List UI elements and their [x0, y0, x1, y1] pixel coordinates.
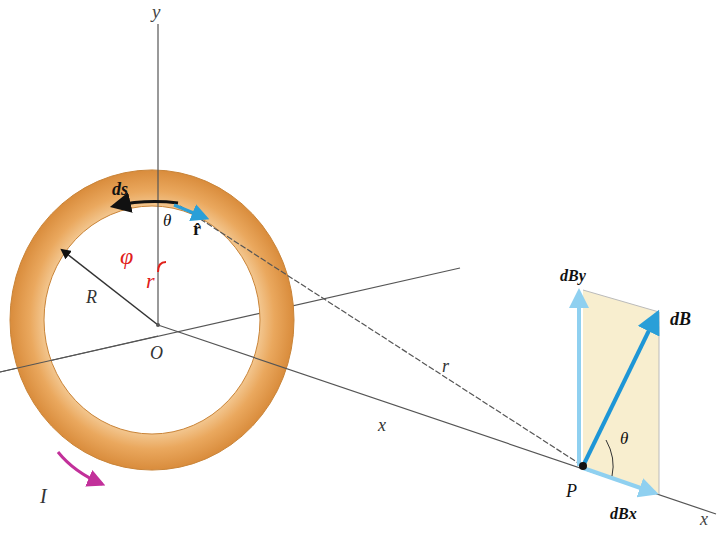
distance-label: x — [378, 416, 386, 434]
component-plane — [583, 290, 659, 494]
radius-label: R — [86, 288, 97, 306]
guide-line — [659, 312, 660, 494]
point-p — [579, 462, 587, 470]
axis-label: y — [152, 2, 160, 21]
red-mark — [158, 262, 166, 272]
unit-vector-arrow — [174, 205, 206, 218]
unit-vector-label: r̂ — [193, 220, 201, 238]
component-label: dBx — [610, 506, 637, 522]
z-axis — [0, 268, 460, 372]
origin-point — [156, 323, 160, 327]
r-line — [180, 206, 583, 466]
guide-line — [583, 290, 659, 312]
distance-label: r — [442, 357, 449, 375]
current-loop — [10, 170, 294, 470]
vector-label: dB — [670, 310, 691, 328]
radius-arrow — [62, 250, 158, 325]
angle-label: θ — [163, 212, 171, 229]
ds-arrow — [114, 202, 178, 206]
y-axis — [157, 24, 158, 325]
dBy-arrow — [577, 292, 581, 466]
current-label: I — [40, 486, 47, 506]
component-label: dBy — [560, 268, 586, 284]
dB-arrow — [583, 314, 657, 466]
red-annotation: φ — [120, 244, 133, 268]
point-label: P — [566, 482, 577, 500]
angle-label: θ — [620, 430, 628, 447]
z-axis — [0, 336, 158, 372]
current-arrow — [58, 452, 102, 484]
red-annotation: r — [146, 270, 155, 292]
dBx-arrow — [583, 468, 655, 493]
origin-label: O — [150, 344, 163, 362]
angle-arc — [606, 440, 613, 476]
axis-label: x — [700, 510, 708, 528]
vector-label: ds — [112, 180, 128, 198]
